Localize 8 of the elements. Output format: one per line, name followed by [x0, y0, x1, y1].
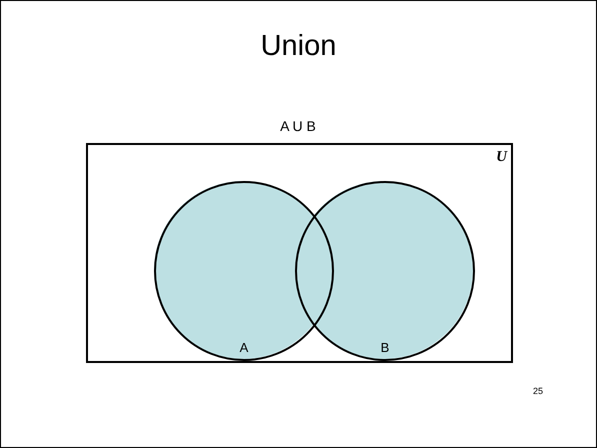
page-number: 25 [533, 386, 543, 396]
set-label: A [240, 340, 248, 355]
universe-box [86, 143, 513, 363]
set-label: B [380, 340, 390, 355]
set-expression: A U B [280, 118, 316, 134]
universe-label: U [496, 149, 507, 166]
set-circle [154, 181, 334, 361]
title: Union [260, 30, 338, 63]
